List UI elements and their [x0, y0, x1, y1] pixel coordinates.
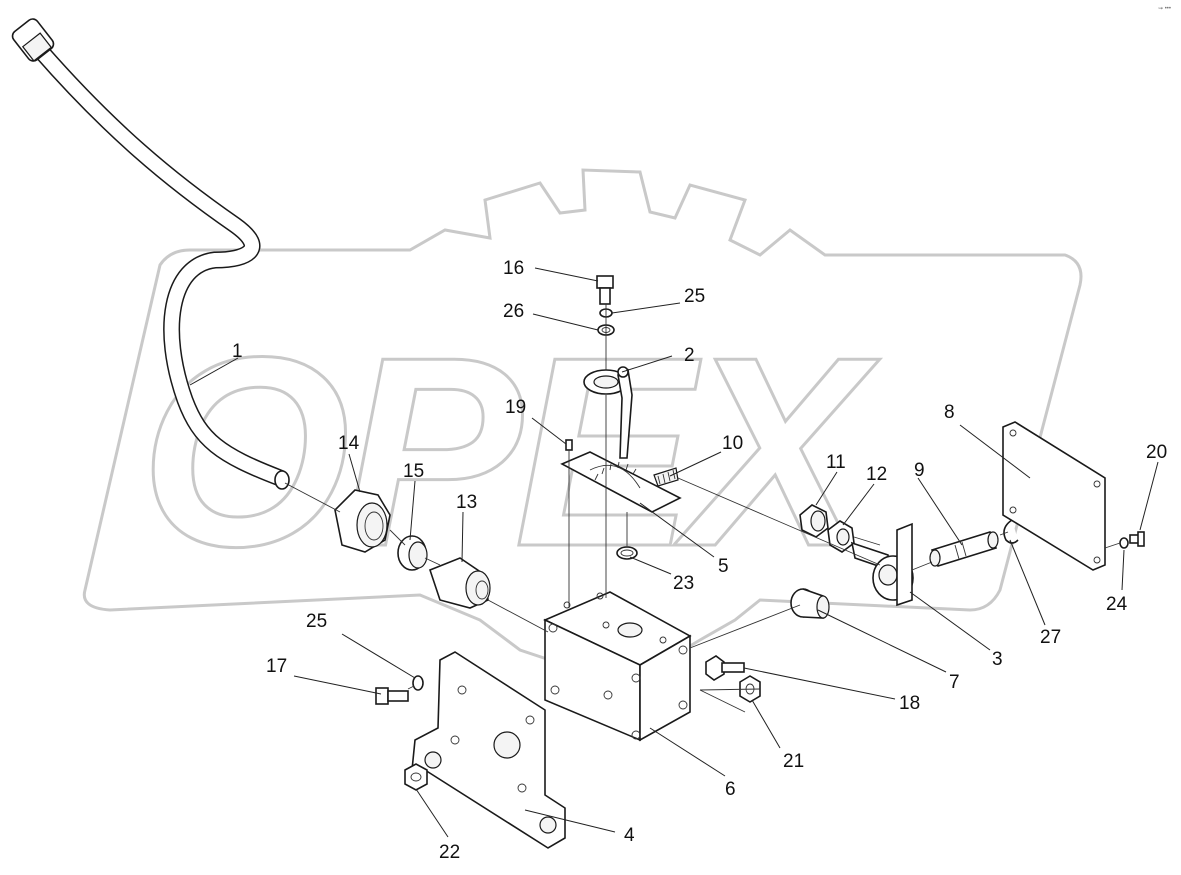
callout-21: 21	[783, 751, 804, 772]
part-27-circlip	[1003, 519, 1019, 544]
callout-27: 27	[1040, 627, 1061, 648]
part-10-spring	[653, 467, 679, 487]
callout-11: 11	[826, 452, 846, 473]
watermark-gear-outline	[82, 168, 1083, 672]
part-17-bolt	[375, 687, 409, 705]
part-8-cover-plate	[1002, 421, 1106, 571]
part-15-ring	[397, 535, 428, 571]
callout-22: 22	[439, 842, 460, 863]
callout-2: 2	[684, 345, 695, 366]
part-5-scale-plate	[560, 451, 682, 513]
callout-9: 9	[914, 460, 925, 481]
callout-labels: 1 2 3 4 5 6 7 8 9 10 11 12 13 14 15 16 1…	[232, 258, 1167, 863]
assembly-guide-lines	[284, 304, 1121, 713]
callout-4: 4	[624, 825, 635, 846]
callout-18: 18	[899, 693, 920, 714]
part-13-fitting	[429, 557, 491, 609]
watermark-logo: OPEX	[82, 168, 1083, 672]
part-22-nut	[404, 763, 428, 791]
callout-10: 10	[722, 433, 743, 454]
corner-mark: ⇝ •••	[1158, 6, 1171, 12]
callout-25-left: 25	[306, 611, 327, 632]
part-14-union-nut	[334, 489, 391, 553]
part-16-bolt	[596, 275, 614, 305]
callout-8: 8	[944, 402, 955, 423]
callout-19: 19	[505, 397, 526, 418]
callout-17: 17	[266, 656, 287, 677]
callout-13: 13	[456, 492, 477, 513]
callout-16: 16	[503, 258, 524, 279]
callout-6: 6	[725, 779, 736, 800]
leader-lines	[189, 267, 1159, 838]
part-23-o-ring	[616, 546, 638, 560]
part-25-washer-left	[412, 675, 424, 691]
part-2-lever	[583, 366, 633, 459]
watermark-text: OPEX	[140, 302, 880, 603]
part-7-bushing	[790, 588, 830, 619]
part-24-washer	[1119, 537, 1129, 549]
part-11-nut	[799, 504, 829, 538]
part-3-lever-arm	[850, 522, 914, 607]
part-20-screw	[1129, 531, 1145, 547]
callout-26: 26	[503, 301, 524, 322]
callout-12: 12	[866, 464, 887, 485]
callout-25-top: 25	[684, 286, 705, 307]
callout-15: 15	[403, 461, 424, 482]
callout-24: 24	[1106, 594, 1128, 615]
callout-23: 23	[673, 573, 694, 594]
part-9-shaft	[929, 531, 999, 567]
part-6-valve-body	[543, 591, 692, 742]
callout-5: 5	[718, 556, 729, 577]
part-19-pin	[565, 439, 573, 451]
part-18-bolt	[705, 655, 745, 681]
part-1-hose	[11, 18, 290, 490]
callout-14: 14	[338, 433, 360, 454]
callout-20: 20	[1146, 442, 1167, 463]
part-12-nut	[827, 520, 855, 553]
part-4-mounting-plate	[411, 651, 566, 849]
callout-7: 7	[949, 672, 960, 693]
callout-1: 1	[232, 341, 243, 362]
callout-3: 3	[992, 649, 1003, 670]
